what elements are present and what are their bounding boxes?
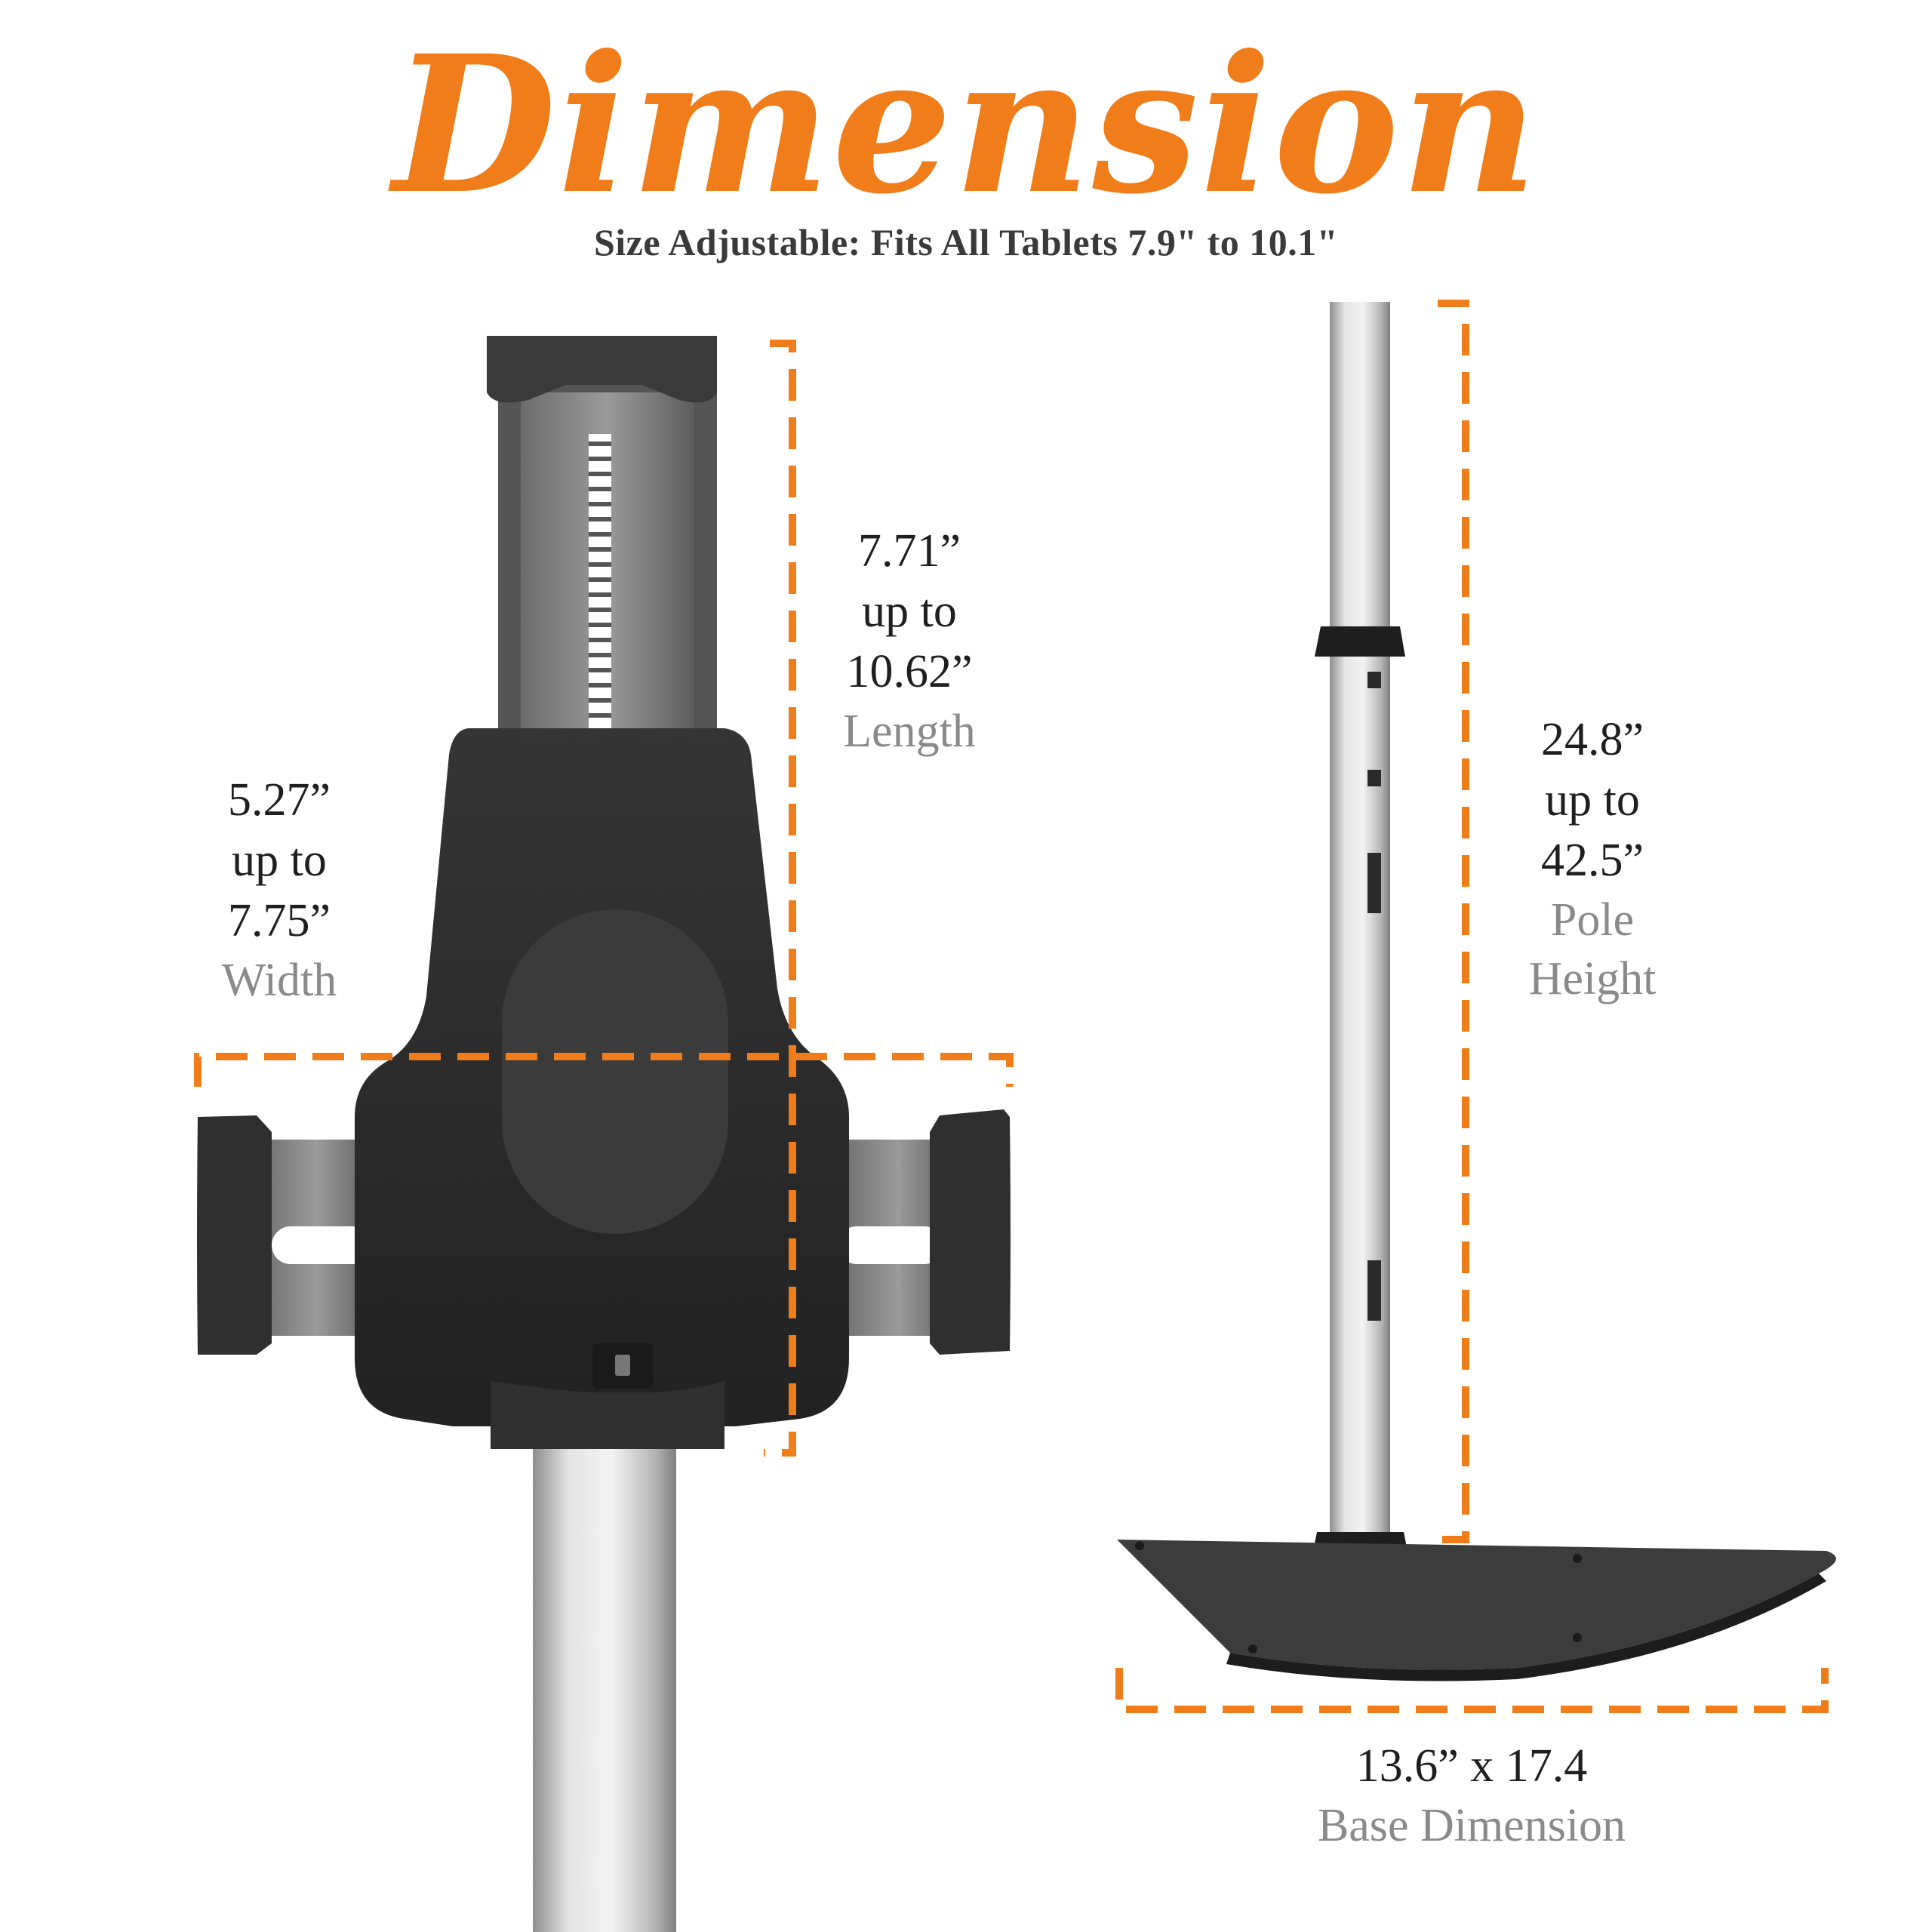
dimension-lines bbox=[194, 300, 1829, 1713]
length-max: 10.62” bbox=[846, 646, 973, 697]
base-value: 13.6” x 17.4 bbox=[1355, 1740, 1588, 1792]
width-up-to: up to bbox=[232, 835, 327, 886]
pole-up-to: up to bbox=[1545, 774, 1640, 826]
page-title: Dimension bbox=[392, 14, 1540, 235]
page-subtitle: Size Adjustable: Fits All Tablets 7.9" t… bbox=[593, 221, 1339, 263]
width-label: 5.27” up to 7.75” Width bbox=[181, 770, 377, 1010]
floor-stand-base bbox=[1117, 1540, 1836, 1681]
base-caption: Base Dimension bbox=[1317, 1800, 1626, 1851]
length-label: 7.71” up to 10.62” Length bbox=[815, 521, 1004, 761]
length-up-to: up to bbox=[862, 586, 957, 637]
pole-caption-2: Height bbox=[1528, 953, 1657, 1004]
length-min: 7.71” bbox=[857, 525, 961, 577]
width-max: 7.75” bbox=[227, 895, 331, 946]
holder-pole bbox=[533, 1434, 676, 1932]
width-caption: Width bbox=[221, 955, 337, 1006]
pole-min: 24.8” bbox=[1540, 714, 1644, 765]
floor-stand-pole bbox=[1309, 302, 1411, 1570]
top-slider bbox=[487, 336, 717, 747]
length-dimension-line bbox=[764, 340, 796, 1457]
pole-height-dimension-line bbox=[1438, 300, 1469, 1543]
tablet-holder-body bbox=[355, 728, 849, 1449]
length-caption: Length bbox=[843, 706, 976, 757]
pole-height-label: 24.8” up to 42.5” Pole Height bbox=[1494, 709, 1690, 1008]
base-dimension-label: 13.6” x 17.4 Base Dimension bbox=[1245, 1736, 1698, 1855]
base-dimension-line bbox=[1115, 1668, 1829, 1713]
width-dimension-line bbox=[194, 1053, 1014, 1087]
width-min: 5.27” bbox=[227, 774, 331, 826]
pole-caption-1: Pole bbox=[1550, 894, 1635, 946]
pole-max: 42.5” bbox=[1540, 835, 1644, 886]
